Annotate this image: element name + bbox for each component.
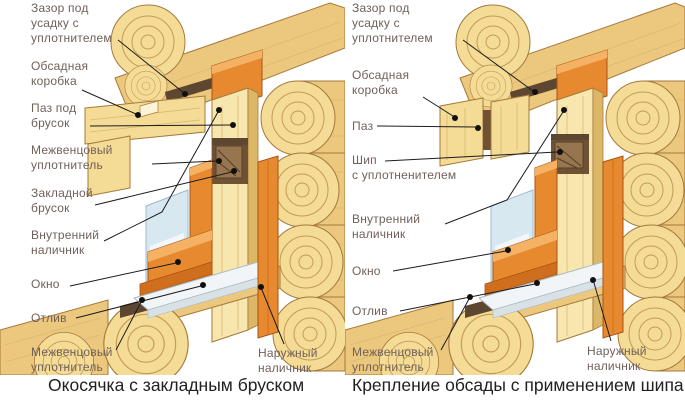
callout-dots	[452, 89, 596, 300]
label-tenon-with-seal: Шип с уплотненителем	[352, 153, 457, 182]
label-inter-crown-seal-bottom: Межвенцовый уплотнитель	[31, 345, 113, 374]
diagram-right-illustration	[345, 2, 685, 375]
window-frame	[139, 159, 213, 299]
label-casing-box: Обсадная коробка	[352, 68, 410, 97]
label-settling-gap: Зазор под усадку с уплотнителем	[352, 1, 433, 45]
casing-box-boards	[439, 94, 530, 167]
casing-head-board	[84, 95, 206, 197]
outer-trim-board	[257, 155, 279, 339]
log-wall-bottom	[0, 299, 189, 375]
label-groove: Паз	[352, 119, 374, 133]
embedded-bar-assembly	[212, 138, 248, 184]
label-drip-sill: Отлив	[31, 311, 67, 325]
label-inner-trim: Внутренний наличник	[352, 212, 421, 241]
label-window: Окно	[352, 264, 381, 278]
callout-lines	[69, 39, 285, 351]
log-wall-right	[605, 80, 685, 372]
outer-trim-board	[602, 155, 624, 339]
label-outer-trim: Наружный наличник	[587, 344, 647, 373]
label-drip-sill: Отлив	[352, 304, 388, 318]
label-groove-for-bar: Паз под брусок	[31, 101, 77, 130]
callout-dots	[135, 91, 264, 303]
log-wall-bottom	[345, 299, 534, 375]
groove-slot	[483, 110, 491, 150]
label-inter-crown-seal: Межвенцовый уплотнитель	[352, 345, 434, 374]
label-embedded-bar: Закладной брусок	[31, 186, 93, 215]
label-inter-crown-seal-top: Межвенцовый уплотнитель	[31, 143, 113, 172]
label-settling-gap: Зазор под усадку с уплотнителем	[31, 1, 112, 45]
label-outer-trim: Наружный наличник	[258, 346, 318, 375]
log-wall-right	[260, 80, 345, 372]
caption-left: Окосячка с закладным бруском	[48, 375, 305, 395]
label-window: Окно	[31, 277, 60, 291]
casing-side-piece	[87, 135, 131, 197]
label-casing-box: Обсадная коробка	[31, 59, 89, 88]
caption-right: Крепление обсады с применением шипа	[352, 375, 684, 395]
diagram-left-illustration	[0, 2, 345, 375]
label-inner-trim: Внутренний наличник	[31, 228, 100, 257]
